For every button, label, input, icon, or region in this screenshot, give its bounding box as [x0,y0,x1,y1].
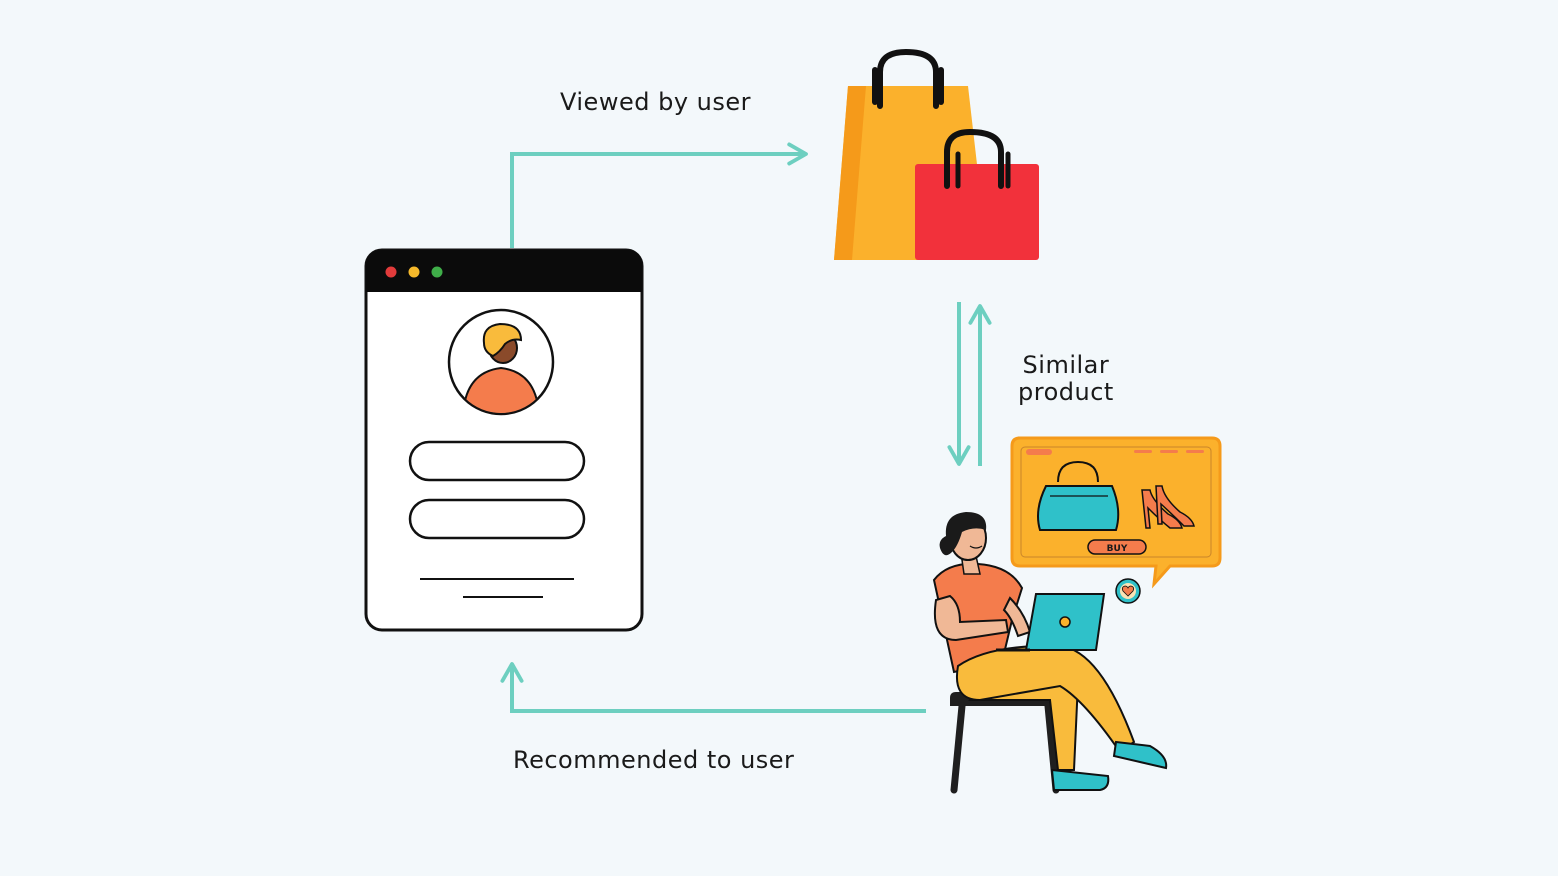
buy-button-label: BUY [1107,544,1128,554]
label-similar-line1: Similar [1018,352,1114,379]
label-similar-line2: product [1018,379,1114,406]
label-similar-product: Similar product [1018,352,1114,406]
product-card-icon: BUY [1012,438,1220,584]
label-recommended-to-user: Recommended to user [513,746,794,774]
label-viewed-by-user: Viewed by user [560,88,751,116]
avatar-icon [449,310,553,414]
shopping-bags-icon [834,52,1039,260]
arrow-viewed [512,154,806,248]
heart-icon [1116,579,1140,603]
arrow-recommended [512,664,926,711]
browser-window-icon [366,250,642,630]
